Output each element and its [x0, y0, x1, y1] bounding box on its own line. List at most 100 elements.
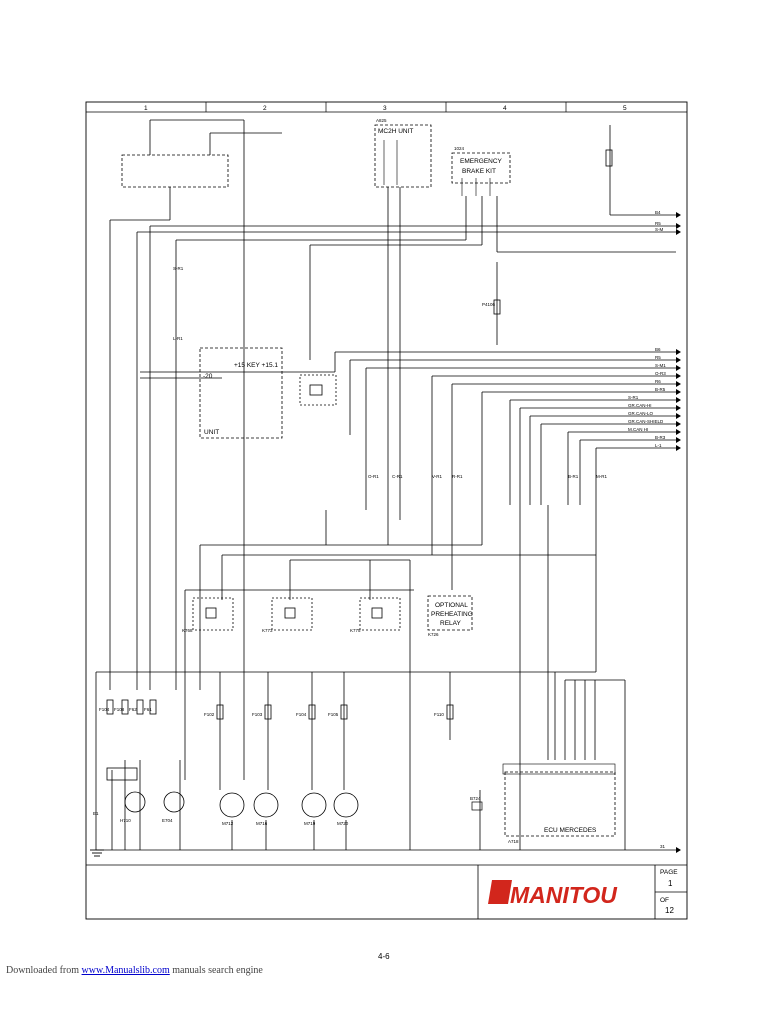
wire-code: O-R1 — [368, 474, 379, 479]
motor-label: H710 — [120, 818, 131, 823]
column-number: 5 — [623, 105, 627, 112]
signal-label: B-R5 — [655, 387, 666, 392]
key-unit-text: +15 KEY +15.1 — [234, 362, 278, 369]
connector-arrows — [676, 212, 681, 853]
signal-label: S-M1 — [655, 363, 666, 368]
wire-code: C-R1 — [392, 474, 403, 479]
signal-label: R5 — [655, 221, 661, 226]
relay-label: K768 — [182, 628, 193, 633]
relay-k773: K773 — [262, 597, 313, 633]
of-label: OF — [660, 897, 669, 904]
bulb-label: E1 — [93, 811, 99, 816]
page-number-footer: 4-6 — [378, 952, 390, 961]
fuse-label: F108 — [114, 707, 125, 712]
motors — [124, 791, 359, 818]
brake-kit-line2: BRAKE KIT — [462, 168, 496, 175]
signal-label: M.CAN HI — [628, 427, 648, 432]
preheating-line2: PREHEATING — [431, 611, 473, 618]
relay-label: K775 — [350, 628, 361, 633]
fuse-label: F110 — [434, 712, 444, 717]
key-unit-20: -20 — [203, 373, 213, 380]
signal-label: GR.CAN-HI — [628, 403, 652, 408]
total-pages: 12 — [665, 906, 674, 915]
fuse-label: F102 — [204, 712, 215, 717]
motor-label: M716 — [256, 821, 268, 826]
relay-k775: K775 — [350, 597, 401, 633]
sensor-symbol — [471, 801, 483, 811]
fuse-labels: F104 F108 F62 F61 F102 F103 F104 F105 F1… — [99, 302, 666, 849]
mc2h-label: MC2H UNIT — [378, 128, 413, 135]
preheating-relay: OPTIONAL PREHEATING RELAY K726 — [427, 595, 473, 637]
brand-name: MANITOU — [510, 882, 618, 908]
signal-label: L-1 — [655, 443, 662, 448]
relay-k768: K768 — [182, 597, 234, 633]
motor-labels: H710 M712 M716 M719 M720 E704 E1 — [93, 811, 349, 826]
ground-symbol — [90, 849, 104, 857]
brake-kit-line1: EMERGENCY — [460, 158, 503, 165]
preheating-line3: RELAY — [440, 620, 461, 627]
footer-prefix: Downloaded from — [6, 965, 80, 976]
signal-label: R5 — [655, 355, 661, 360]
fuse-label: F104 — [99, 707, 110, 712]
manitou-logo: MANITOU — [488, 880, 618, 908]
sensor-label: B724 — [470, 796, 481, 801]
column-number: 3 — [383, 105, 387, 112]
ecu-ref: A718 — [508, 839, 519, 844]
mc2h-ref: A825 — [376, 118, 387, 123]
page-number: 1 — [668, 879, 673, 888]
ecu-label: ECU MERCEDES — [544, 827, 597, 834]
drawing-frame — [85, 101, 688, 920]
signal-label: S-R1 — [628, 395, 639, 400]
column-number: 2 — [263, 105, 267, 112]
motor-label: M712 — [222, 821, 234, 826]
signal-label: B-R3 — [655, 435, 666, 440]
wire-code: L-R1 — [173, 336, 183, 341]
signal-label: GR.CAN-SHIELD — [628, 419, 664, 424]
column-number: 4 — [503, 105, 507, 112]
title-block: MANITOU PAGE 1 OF 12 — [477, 865, 687, 919]
key-unit: +15 KEY +15.1 -20 UNIT — [140, 347, 283, 439]
signal-labels: B4 R5 S-M B6 R5 S-M1 O-R3 R6 B-R5 S-R1 G… — [628, 210, 666, 448]
download-footer: Downloaded from www.Manualslib.com manua… — [6, 965, 263, 976]
signal-label: B4 — [655, 210, 661, 215]
relay-k700 — [299, 374, 337, 406]
fuse-label: F61 — [144, 707, 152, 712]
signal-label: R6 — [655, 379, 661, 384]
key-unit-label: UNIT — [204, 429, 219, 436]
ecu-mercedes: ECU MERCEDES A718 — [502, 763, 616, 844]
page-label: PAGE — [660, 869, 678, 876]
signal-label: S-M — [655, 227, 664, 232]
shunt-label: P4106 — [482, 302, 496, 307]
wire-code: R-R1 — [452, 474, 463, 479]
ground-label: 31 — [660, 844, 666, 849]
preheating-line1: OPTIONAL — [435, 602, 468, 609]
signal-label: GR.CAN-LO — [628, 411, 654, 416]
motor-label: M720 — [337, 821, 349, 826]
column-number: 1 — [144, 105, 148, 112]
signal-label: B6 — [655, 347, 661, 352]
brake-kit-ref: 1024 — [454, 146, 465, 151]
wire-code: M-R1 — [596, 474, 607, 479]
column-header: 1 2 3 4 5 — [144, 102, 627, 112]
manualslib-link[interactable]: www.Manualslib.com — [81, 965, 170, 976]
fuse-label: F103 — [252, 712, 263, 717]
fuse-label: F62 — [129, 707, 137, 712]
e704-label: E704 — [162, 818, 173, 823]
battery-connector — [106, 767, 138, 781]
wire-codes: S-R1 L-R1 O-R1 C-R1 V-R1 R-R1 B-R1 M-R1 — [173, 266, 607, 479]
relay-k726-label: K726 — [428, 632, 439, 637]
fuse-label: F104 — [296, 712, 307, 717]
connector-pins — [383, 140, 491, 196]
signal-label: O-R3 — [655, 371, 666, 376]
footer-suffix: manuals search engine — [172, 965, 263, 976]
wires — [95, 119, 676, 851]
fuse-label: F105 — [328, 712, 339, 717]
mc2h-unit: A825 MC2H UNIT — [374, 118, 432, 188]
wire-code: S-R1 — [173, 266, 184, 271]
relay-label: K773 — [262, 628, 273, 633]
emergency-brake-kit: 1024 EMERGENCY BRAKE KIT — [451, 146, 511, 184]
wire-code: V-R1 — [432, 474, 443, 479]
wire-code: B-R1 — [568, 474, 579, 479]
motor-label: M719 — [304, 821, 316, 826]
